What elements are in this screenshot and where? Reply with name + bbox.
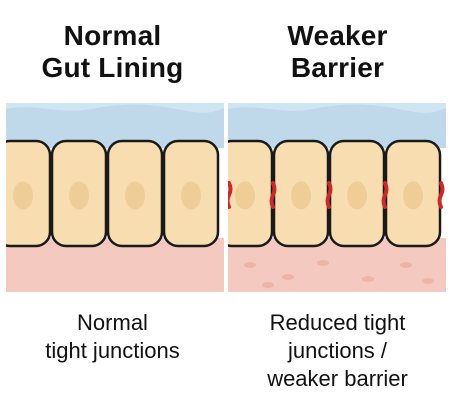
weaker-barrier-svg (228, 103, 446, 292)
lumen-wave (228, 103, 446, 113)
tissue-spot (282, 274, 294, 280)
weaker-barrier-title: Weaker Barrier (225, 20, 450, 84)
tissue-spot (244, 262, 256, 268)
normal-gut-lining-illustration (6, 103, 224, 292)
caption-line: Reduced tight (269, 310, 406, 335)
cell-nucleus (235, 181, 255, 210)
tissue-spot (362, 276, 374, 282)
cell-nucleus (13, 181, 33, 210)
tissue-spot (262, 282, 274, 288)
title-line: Weaker (287, 20, 388, 51)
title-line: Gut Lining (41, 52, 184, 83)
caption-line: tight junctions (45, 338, 180, 363)
tissue-spot (317, 260, 329, 266)
caption-line: Normal (77, 310, 148, 335)
reduced-tight-junctions-caption: Reduced tight junctions / weaker barrier (225, 309, 450, 393)
tissue-spot (400, 262, 412, 268)
lumen-wave (6, 103, 224, 113)
cell-nucleus (403, 181, 423, 210)
caption-line: junctions / (287, 338, 388, 363)
cell-nucleus (181, 181, 201, 210)
cell-nucleus (125, 181, 145, 210)
cell-nucleus (291, 181, 311, 210)
tight-junction-gap (325, 181, 333, 209)
tight-junction-gap (228, 181, 233, 209)
normal-lining-svg (6, 103, 224, 292)
title-line: Barrier (290, 52, 385, 83)
normal-gut-lining-title: Normal Gut Lining (0, 20, 225, 84)
normal-tight-junctions-caption: Normal tight junctions (0, 309, 225, 365)
tissue-spot (422, 278, 434, 284)
tight-junction-gap (269, 181, 277, 209)
weaker-barrier-illustration (228, 103, 446, 292)
cell-nucleus (69, 181, 89, 210)
title-line: Normal (63, 20, 162, 51)
tight-junction-gap (437, 181, 445, 209)
cell-nucleus (347, 181, 367, 210)
caption-line: weaker barrier (267, 366, 408, 391)
tight-junction-gap (381, 181, 389, 209)
